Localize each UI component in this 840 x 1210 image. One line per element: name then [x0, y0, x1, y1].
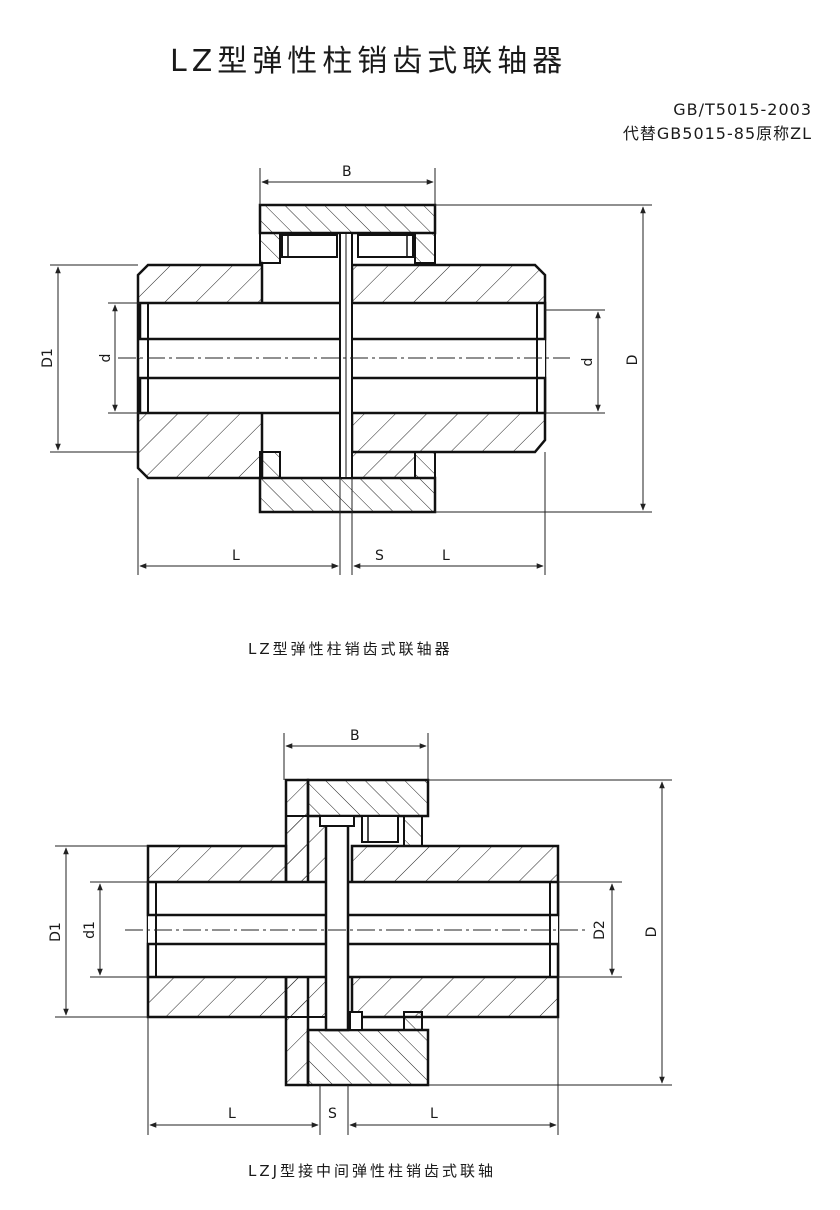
lzj-coupling-drawing: B D1 d1 D2 D L S L	[48, 728, 672, 1135]
lz-label-l-left: L	[232, 548, 240, 564]
lz-label-d1: D1	[40, 348, 56, 368]
lzj-label-b: B	[350, 728, 360, 744]
lzj-center-spacer	[324, 820, 350, 1032]
lzj-label-l-left: L	[228, 1106, 236, 1122]
lzj-label-d1: D1	[48, 922, 64, 942]
lz-label-l-right: L	[442, 548, 450, 564]
lzj-dimensions	[55, 733, 672, 1135]
lzj-pins	[349, 815, 399, 1031]
lzj-label-l-right: L	[430, 1106, 438, 1122]
lz-dimensions	[50, 168, 652, 575]
lz-label-d-right: d	[580, 358, 596, 367]
lz-label-s: S	[375, 548, 384, 564]
figure-caption-lzj: LZJ型接中间弹性柱销齿式联轴	[248, 1162, 497, 1180]
standard-block: GB/T5015-2003 代替GB5015-85原称ZL	[623, 98, 812, 146]
lz-label-d-left: d	[98, 354, 114, 363]
standard-code: GB/T5015-2003	[673, 100, 812, 119]
lz-coupling-drawing: B D1 d d D L S L	[40, 164, 652, 575]
figure-caption-lz: LZ型弹性柱销齿式联轴器	[248, 640, 453, 658]
standard-replaces: 代替GB5015-85原称ZL	[622, 124, 812, 143]
lzj-label-s: S	[328, 1106, 337, 1122]
lz-label-d-outer: D	[625, 355, 641, 366]
lzj-label-d1-small: d1	[82, 921, 98, 939]
lzj-label-d-outer: D	[644, 927, 660, 938]
lz-pins	[281, 234, 414, 258]
lzj-label-d2: D2	[592, 920, 608, 940]
page-title: LZ型弹性柱销齿式联轴器	[170, 44, 568, 79]
lz-label-b: B	[342, 164, 352, 180]
